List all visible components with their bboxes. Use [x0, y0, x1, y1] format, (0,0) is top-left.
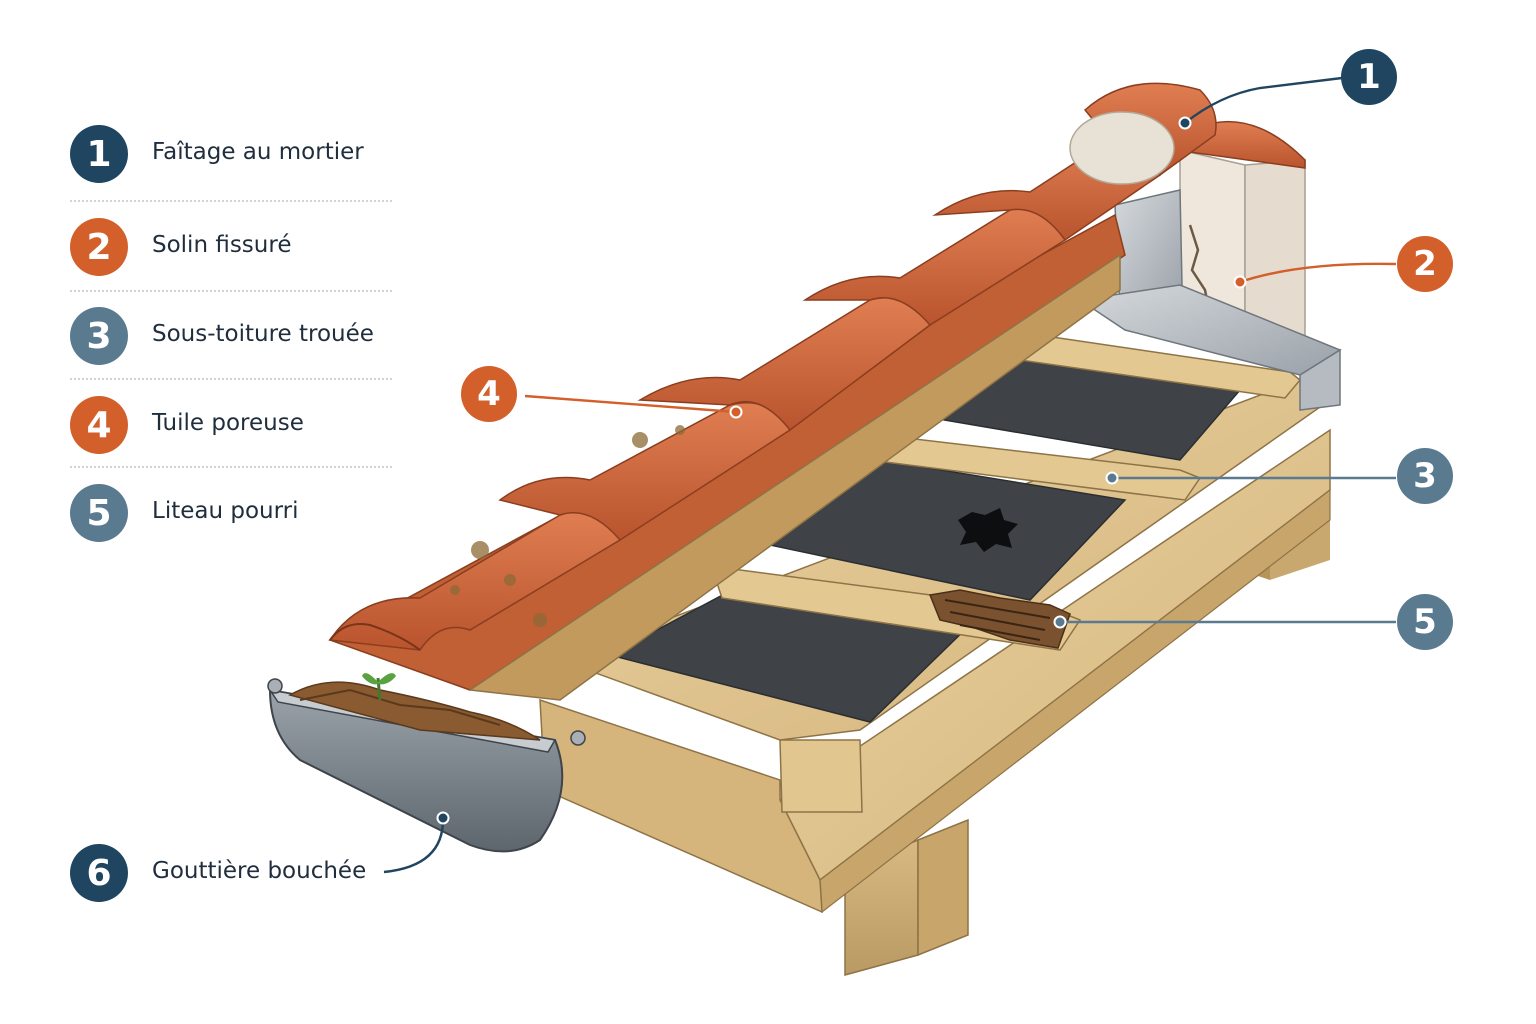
- gutter-debris: [288, 681, 541, 741]
- leader-lines: [383, 76, 1397, 874]
- callout-badge-4: 4: [461, 366, 517, 422]
- legend-label-6: Gouttière bouchée: [152, 858, 367, 884]
- metal-flashing: [1077, 189, 1342, 411]
- leader-line-4: [524, 394, 737, 414]
- callout-badge-3: 3: [1397, 448, 1453, 504]
- legend-item-1: 1 Faîtage au mortier: [70, 125, 392, 185]
- membrane-hole: [958, 508, 1018, 552]
- leader-line-2: [1239, 262, 1397, 284]
- legend-badge-1: 1: [70, 125, 128, 183]
- callout-badge-1: 1: [1341, 49, 1397, 105]
- legend-label-3: Sous-toiture trouée: [152, 321, 374, 347]
- roof-tiles: [328, 82, 1217, 701]
- leader-line-6: [383, 817, 445, 874]
- legend-separator: [70, 378, 392, 380]
- legend-item-4: 4 Tuile poreuse: [70, 396, 392, 456]
- legend-item-6: 6 Gouttière bouchée: [70, 844, 392, 904]
- legend-badge-5: 5: [70, 484, 128, 542]
- legend-badge-3: 3: [70, 307, 128, 365]
- legend-item-5: 5 Liteau pourri: [70, 484, 392, 544]
- legend-label-4: Tuile poreuse: [152, 410, 304, 436]
- wall-block: [1174, 120, 1306, 347]
- legend-item-2: 2 Solin fissuré: [70, 218, 392, 278]
- callout-badge-5: 5: [1397, 594, 1453, 650]
- legend-separator: [70, 290, 392, 292]
- ridge-mortar: [1069, 111, 1175, 185]
- legend-badge-2: 2: [70, 218, 128, 276]
- legend-badge-6: 6: [70, 844, 128, 902]
- legend-badge-4: 4: [70, 396, 128, 454]
- legend-label-2: Solin fissuré: [152, 232, 292, 258]
- legend-separator: [70, 466, 392, 468]
- legend-item-3: 3 Sous-toiture trouée: [70, 307, 392, 367]
- legend-label-5: Liteau pourri: [152, 498, 299, 524]
- battens: [715, 332, 1302, 651]
- leader-line-1: [1184, 76, 1343, 124]
- rotten-batten: [928, 589, 1071, 649]
- gutter: [267, 673, 586, 853]
- callout-badge-2: 2: [1397, 236, 1453, 292]
- legend-label-1: Faîtage au mortier: [152, 139, 364, 165]
- legend-separator: [70, 200, 392, 202]
